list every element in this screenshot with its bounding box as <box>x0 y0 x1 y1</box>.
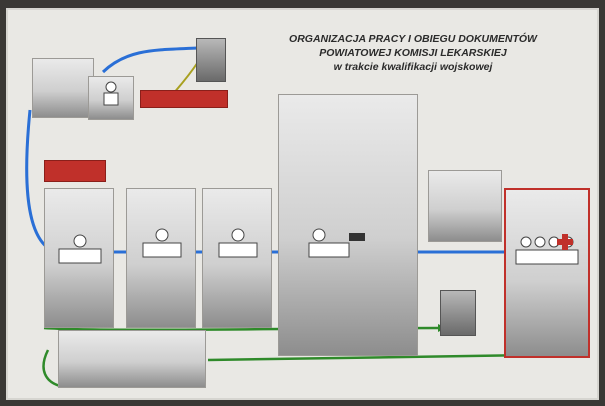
station-panel-1 <box>126 188 196 328</box>
green-flow-return <box>42 349 61 388</box>
corner-document-box <box>196 38 226 82</box>
archive-document-box <box>440 290 476 336</box>
desk-person-icon <box>142 228 182 258</box>
poster-title: ORGANIZACJA PRACY I OBIEGU DOKUMENTÓW PO… <box>263 32 563 74</box>
blue-flow-arrow-top <box>101 46 199 74</box>
reception-card <box>88 76 134 120</box>
desk-person-icon <box>58 234 102 264</box>
title-line-1: ORGANIZACJA PRACY I OBIEGU DOKUMENTÓW <box>289 33 537 45</box>
station-panel-2 <box>202 188 272 328</box>
commission-panel <box>504 188 590 358</box>
title-line-2: POWIATOWEJ KOMISJI LEKARSKIEJ <box>319 47 507 59</box>
person-icon <box>103 81 119 106</box>
red-label-box-top <box>140 90 228 108</box>
commission-members-icon <box>515 234 579 265</box>
bottom-info-box <box>58 330 206 388</box>
green-flow-lower <box>207 353 534 362</box>
title-line-3: w trakcie kwalifikacji wojskowej <box>333 61 493 73</box>
blue-flow-arrow-left <box>25 109 49 250</box>
red-label-box-left <box>44 160 106 182</box>
main-document-panel <box>278 94 418 356</box>
doctor-desk-icon <box>308 228 365 258</box>
left-top-info-box <box>32 58 94 118</box>
desk-person-icon <box>218 228 258 258</box>
left-station-panel <box>44 188 114 328</box>
right-info-box <box>428 170 502 242</box>
poster-board: ORGANIZACJA PRACY I OBIEGU DOKUMENTÓW PO… <box>6 8 599 400</box>
